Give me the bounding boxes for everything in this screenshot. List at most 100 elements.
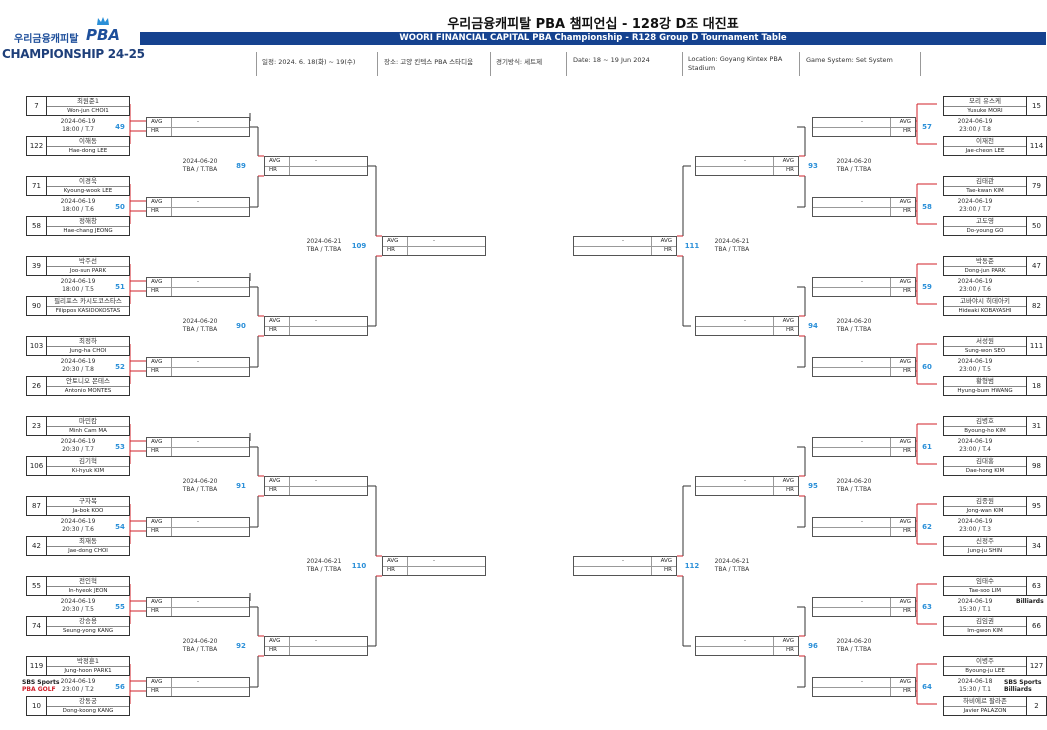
hr-label: HR <box>151 288 159 294</box>
match-date-day: 2024-06-19 <box>957 278 993 285</box>
player-seed: 39 <box>27 257 47 275</box>
score-row-hr: HR <box>147 607 249 616</box>
score-row-hr: HR <box>574 246 676 255</box>
score-box: AVG-HR <box>812 597 916 617</box>
player-seed: 31 <box>1026 417 1046 435</box>
player-seed: 122 <box>27 137 47 155</box>
player-name-ko: 필리포스 카시도코스타스 <box>47 297 129 307</box>
match-date-day: 2024-06-19 <box>957 518 993 525</box>
score-box: AVG-HR <box>146 597 250 617</box>
score-divider <box>171 278 172 296</box>
player-name-en: Filippos KASIDOKOSTAS <box>55 308 121 314</box>
score-row-hr: HR <box>813 527 915 536</box>
score-row-hr: HR <box>813 367 915 376</box>
match-date-time: TBA / T.TBA <box>182 486 218 493</box>
player-name-en: Hideaki KOBAYASHI <box>958 308 1012 314</box>
player-name-en: Seung-yong KANG <box>62 628 114 634</box>
hr-label: HR <box>786 487 794 493</box>
score-value: - <box>197 279 199 285</box>
score-divider <box>773 477 774 495</box>
player-name-ko: 황형범 <box>944 377 1026 387</box>
score-value: - <box>861 599 863 605</box>
hr-label: HR <box>786 647 794 653</box>
info-item: Date: 18 ~ 19 Jun 2024 <box>573 56 650 64</box>
score-value: - <box>315 638 317 644</box>
avg-label: AVG <box>899 519 911 525</box>
score-row-avg: AVG- <box>147 278 249 288</box>
score-row-avg: AVG- <box>265 477 367 487</box>
score-row-avg: AVG- <box>813 278 915 288</box>
hr-label: HR <box>151 688 159 694</box>
score-value: - <box>744 638 746 644</box>
score-value: - <box>622 238 624 244</box>
player-name-ko: 이재천 <box>944 137 1026 147</box>
player-seed: 58 <box>27 217 47 235</box>
match-date-time: TBA / T.TBA <box>182 166 218 173</box>
match-number: 92 <box>236 642 246 650</box>
match-number: 91 <box>236 482 246 490</box>
player-seed: 82 <box>1026 297 1046 315</box>
avg-label: AVG <box>151 359 163 365</box>
info-separator <box>377 52 378 76</box>
score-row-hr: HR <box>813 127 915 136</box>
player-name-ko: 박정훈1 <box>47 657 129 667</box>
avg-label: AVG <box>387 238 399 244</box>
hr-label: HR <box>903 448 911 454</box>
hr-label: HR <box>903 608 911 614</box>
score-row-avg: AVG- <box>265 157 367 167</box>
score-row-hr: HR <box>813 287 915 296</box>
match-number: 63 <box>922 603 932 611</box>
match-number: 57 <box>922 123 932 131</box>
match-date-time: 23:00 / T.4 <box>959 446 991 453</box>
score-box: AVG-HR <box>573 556 677 576</box>
score-row-hr: HR <box>265 326 367 335</box>
player-name-ko: 고바야시 히데아키 <box>944 297 1026 307</box>
score-row-hr: HR <box>696 646 798 655</box>
score-value: - <box>744 478 746 484</box>
avg-label: AVG <box>782 638 794 644</box>
player-name-ko: 박동준 <box>944 257 1026 267</box>
hr-label: HR <box>151 368 159 374</box>
